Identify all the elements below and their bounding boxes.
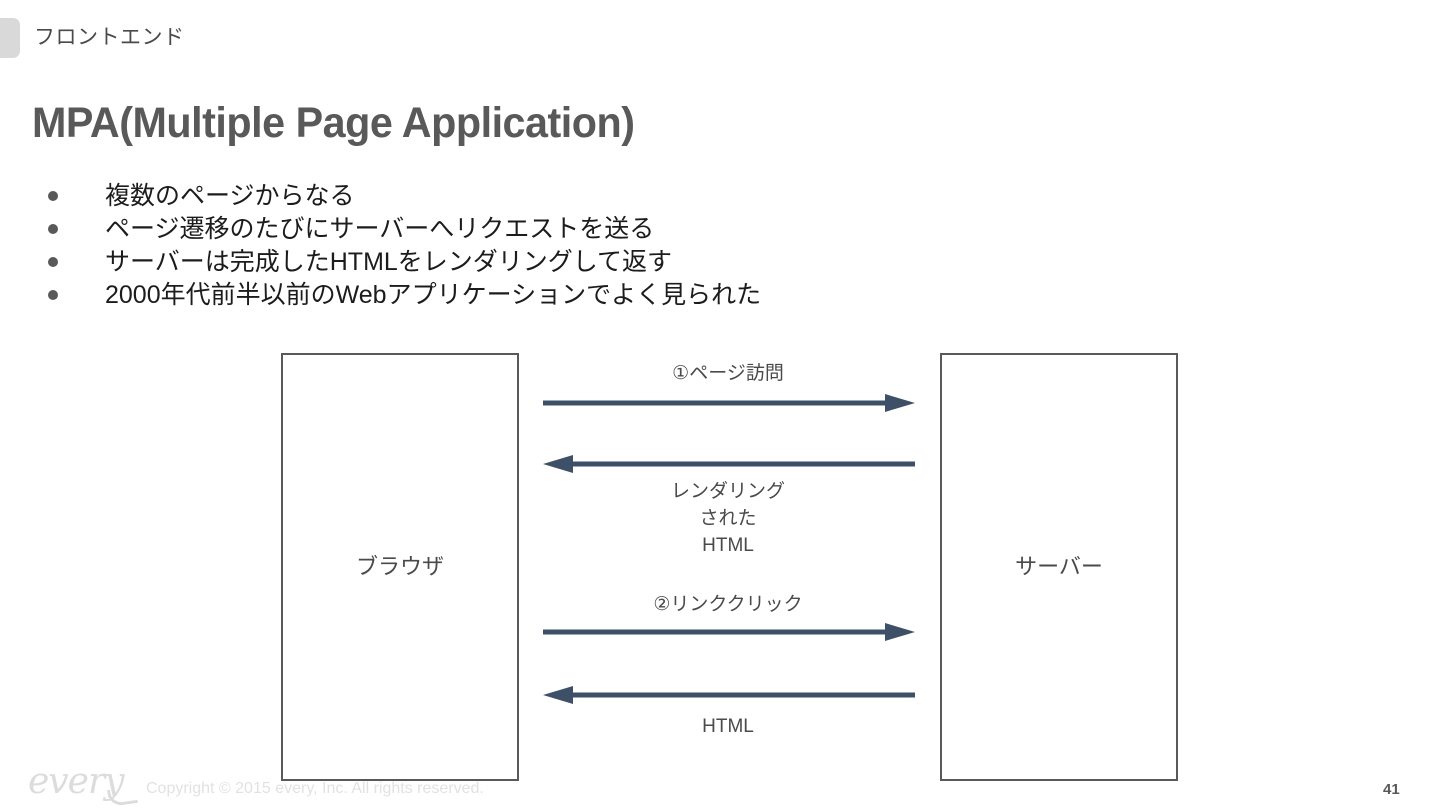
bullet-dot-icon	[48, 290, 58, 300]
arrow-label-2-line3: HTML	[702, 535, 754, 556]
arrow-label-3: ②リンククリック	[653, 594, 803, 615]
bullet-dot-icon	[48, 191, 58, 201]
list-item: 2000年代前半以前のWebアプリケーションでよく見られた	[48, 279, 1048, 312]
bullet-dot-icon	[48, 257, 58, 267]
arrow-label-2-line2: された	[699, 508, 757, 529]
arrow-right-2	[543, 622, 915, 642]
list-item-label: サーバーは完成したHTMLをレンダリングして返す	[105, 248, 673, 276]
arrow-label-2-line1: レンダリング	[670, 481, 785, 502]
diagram-node-server: サーバー	[940, 353, 1178, 781]
arrow-left-2	[543, 685, 915, 705]
company-logo: every	[28, 761, 124, 802]
company-logo-swash-icon	[106, 786, 139, 807]
arrow-label-4: HTML	[702, 716, 754, 737]
arrow-left-1	[543, 454, 915, 474]
page-number: 41	[1383, 781, 1400, 798]
list-item: サーバーは完成したHTMLをレンダリングして返す	[48, 246, 1048, 279]
diagram-node-browser: ブラウザ	[281, 353, 519, 781]
bullet-dot-icon	[48, 224, 58, 234]
list-item-label: 2000年代前半以前のWebアプリケーションでよく見られた	[105, 281, 762, 309]
list-item: ページ遷移のたびにサーバーへリクエストを送る	[48, 213, 1048, 246]
copyright-text: Copyright © 2015 every, Inc. All rights …	[146, 780, 484, 797]
list-item: 複数のページからなる	[48, 180, 1048, 213]
diagram-node-server-label: サーバー	[1015, 554, 1103, 579]
list-item-label: 複数のページからなる	[105, 182, 355, 210]
section-label: フロントエンド	[34, 26, 185, 49]
arrow-label-2: レンダリング された HTML	[598, 478, 858, 559]
bullet-list: 複数のページからなる ページ遷移のたびにサーバーへリクエストを送る サーバーは完…	[48, 180, 1048, 312]
section-tab-icon	[0, 18, 20, 58]
diagram-node-browser-label: ブラウザ	[355, 554, 444, 579]
arrow-label-1: ①ページ訪問	[672, 363, 784, 384]
list-item-label: ページ遷移のたびにサーバーへリクエストを送る	[105, 215, 655, 243]
arrow-right-1	[543, 393, 915, 413]
page-title: MPA(Multiple Page Application)	[32, 99, 635, 147]
